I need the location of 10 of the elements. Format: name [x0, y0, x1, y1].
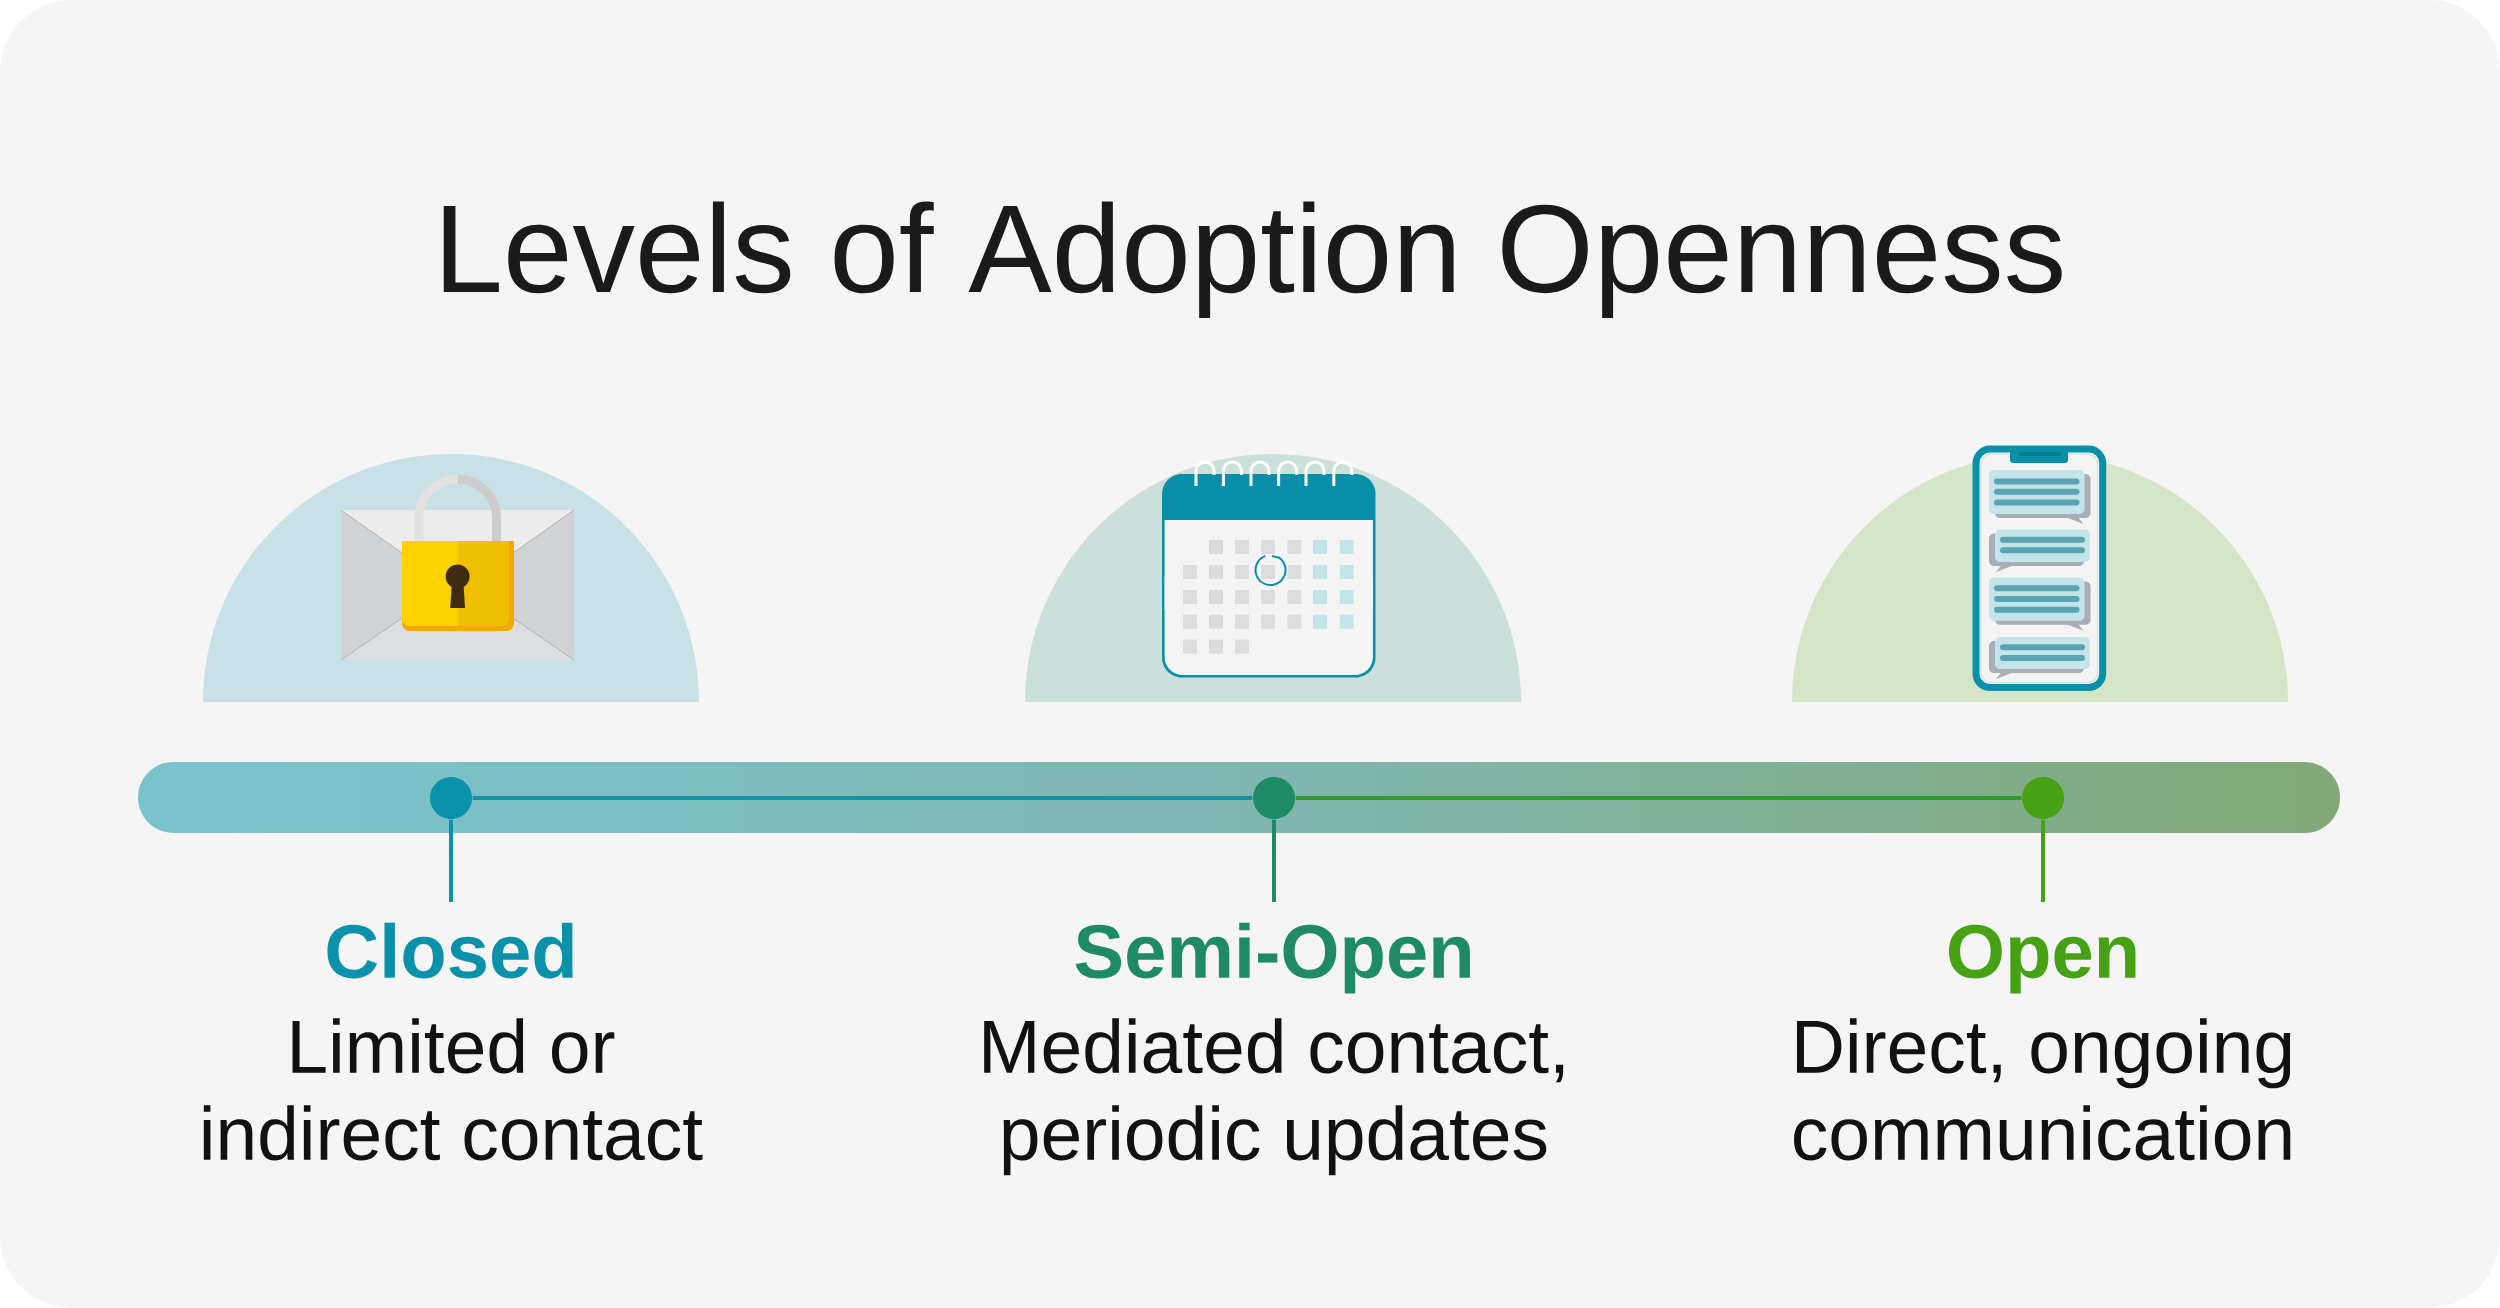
connector-line — [2041, 819, 2045, 902]
level-heading: Semi-Open — [1075, 922, 1470, 994]
connector-line — [449, 819, 453, 902]
level-description: Mediated contact, periodic updates — [984, 1018, 1564, 1176]
level-description: Direct, ongoing communication — [1794, 1018, 2291, 1161]
level-heading: Open — [1949, 924, 2136, 994]
level-heading: Closed — [327, 922, 573, 979]
level-description: Limited or indirect contact — [203, 1018, 703, 1161]
title: Levels of Adoption Openness — [443, 201, 2062, 318]
connector-line — [1272, 819, 1276, 902]
